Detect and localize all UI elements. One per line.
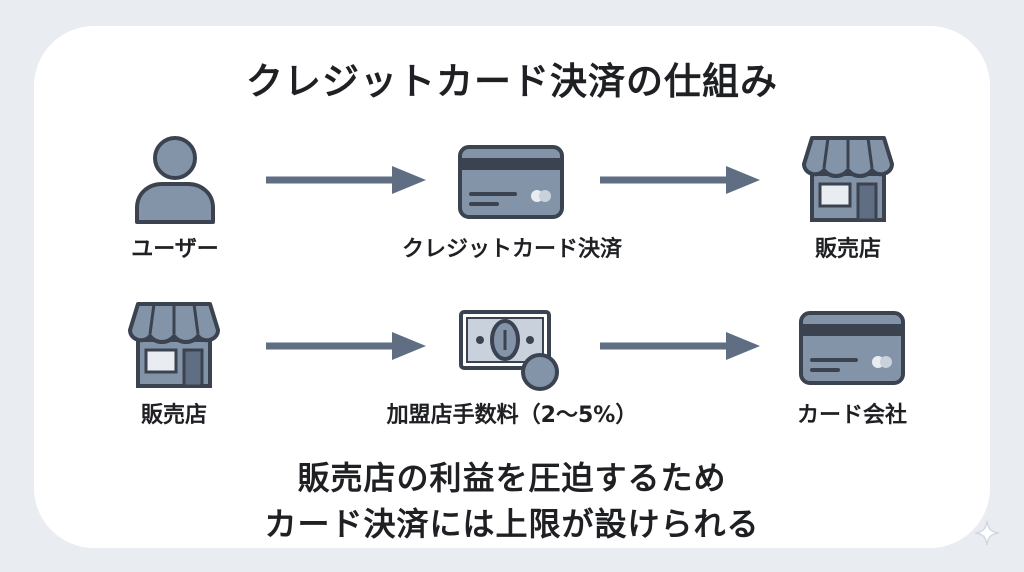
card-company-label: カード会社 xyxy=(796,403,907,428)
user-icon xyxy=(135,136,215,224)
store-label-top: 販売店 xyxy=(814,237,881,262)
user-label: ユーザー xyxy=(131,237,219,262)
credit-card-icon xyxy=(458,145,564,219)
arrow-fee-to-card-company xyxy=(600,332,760,360)
footer-line-1: 販売店の利益を圧迫するため xyxy=(297,459,727,497)
store-icon xyxy=(128,302,220,388)
store-label-bottom: 販売店 xyxy=(140,403,207,428)
arrow-store-to-fee xyxy=(266,332,426,360)
diagram-title: クレジットカード決済の仕組み xyxy=(246,60,778,103)
diagram-card xyxy=(34,26,990,548)
banknote-coin-icon xyxy=(459,310,559,391)
fee-label: 加盟店手数料（2〜5%） xyxy=(386,403,638,428)
arrow-payment-to-store xyxy=(600,166,760,194)
store-icon xyxy=(802,136,894,222)
sparkle-icon xyxy=(974,520,1000,546)
arrow-user-to-payment xyxy=(266,166,426,194)
footer-line-2: カード決済には上限が設けられる xyxy=(264,505,760,543)
payment-label: クレジットカード決済 xyxy=(401,237,622,262)
credit-card-icon xyxy=(799,311,905,385)
